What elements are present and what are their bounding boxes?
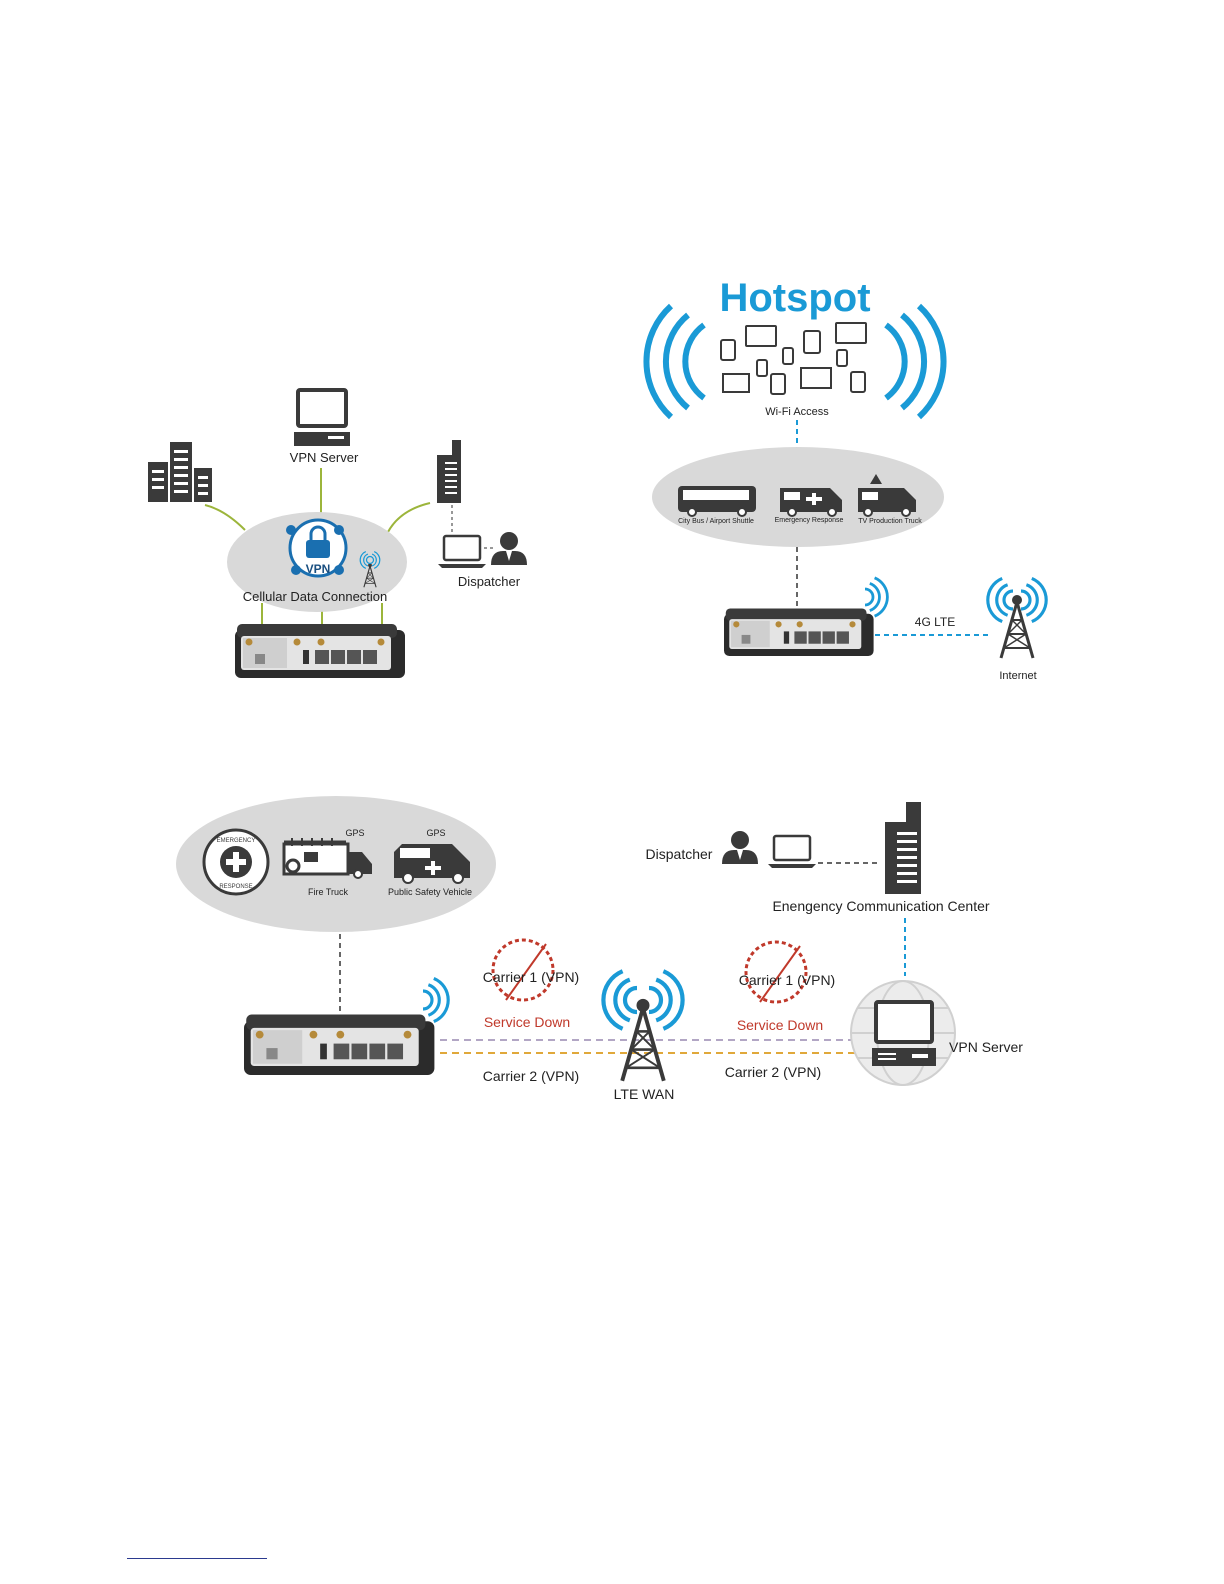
hotspot-diagram: Hotspot Wi-Fi Access [643, 276, 1048, 682]
carrier1-label-right: Carrier 1 (VPN) [739, 972, 835, 988]
carrier1-label-left: Carrier 1 (VPN) [483, 969, 579, 985]
carrier2-label-right: Carrier 2 (VPN) [725, 1064, 821, 1080]
wifi-access-label: Wi-Fi Access [765, 406, 829, 418]
hotspot-title: Hotspot [719, 276, 870, 320]
vpn-server-label: VPN Server [290, 450, 359, 465]
hotspot-router-icon [724, 608, 874, 657]
wifi-waves-right-icon [884, 303, 947, 420]
office-buildings-icon [148, 442, 212, 502]
fire-truck-icon [282, 838, 372, 879]
cloud-label: Cellular Data Connection [243, 589, 388, 604]
vpn-server-icon [294, 388, 350, 446]
safety-vehicle-label: Public Safety Vehicle [388, 887, 472, 897]
lte-label: 4G LTE [915, 615, 955, 629]
tv-truck-icon [858, 474, 916, 517]
emergency-response-badge-icon [202, 828, 270, 896]
carrier1-failure-left-icon [491, 938, 555, 1002]
vehicle-label-emergency: Emergency Response [775, 517, 844, 524]
carrier2-label-left: Carrier 2 (VPN) [483, 1068, 579, 1084]
connected-devices-icon [720, 322, 867, 395]
vehicle-label-bus: City Bus / Airport Shuttle [678, 518, 754, 525]
bus-icon [678, 486, 756, 517]
public-safety-vehicle-icon [394, 844, 470, 884]
center-dispatcher-laptop-icon [766, 834, 818, 870]
fire-truck-gps-label: GPS [345, 828, 364, 838]
safety-vehicle-gps-label: GPS [426, 828, 445, 838]
router-icon [235, 624, 405, 678]
dispatcher-laptop-icon [436, 534, 488, 570]
service-down-label-left: Service Down [484, 1014, 570, 1030]
badge-bottom-text: RESPONSE [219, 884, 252, 890]
wifi-waves-left-icon [643, 303, 706, 420]
footnote-rule [127, 1558, 267, 1559]
vpn-badge-label: VPN [306, 562, 331, 576]
center-dispatcher-person-icon [722, 831, 758, 864]
service-down-label-right: Service Down [737, 1017, 823, 1033]
badge-top-text: EMERGENCY [217, 838, 256, 844]
failover-router-icon [244, 1014, 435, 1075]
vpn-lock-icon [286, 518, 348, 578]
internet-label: Internet [999, 670, 1036, 682]
fire-truck-label: Fire Truck [308, 887, 349, 897]
failover-vpn-server-icon [850, 980, 956, 1086]
ambulance-icon [780, 488, 842, 517]
router-signal-icon [863, 576, 889, 618]
failover-router-signal-icon [421, 976, 450, 1024]
dispatcher-label: Dispatcher [458, 574, 521, 589]
failover-diagram: EMERGENCY RESPONSE GPS Fire Truck GP [176, 796, 1023, 1102]
office-tower-icon [437, 440, 461, 503]
vehicle-label-tv: TV Production Truck [858, 518, 922, 525]
communication-center-building-icon [885, 802, 921, 894]
center-dispatcher-label: Dispatcher [646, 846, 713, 862]
vpn-diagram: VPN Server [148, 388, 527, 678]
dispatcher-person-icon [491, 532, 527, 565]
carrier1-failure-right-icon [744, 940, 808, 1004]
failover-vpn-server-label: VPN Server [949, 1039, 1023, 1055]
lte-wan-label: LTE WAN [614, 1086, 675, 1102]
communication-center-label: Enengency Communication Center [772, 898, 989, 914]
